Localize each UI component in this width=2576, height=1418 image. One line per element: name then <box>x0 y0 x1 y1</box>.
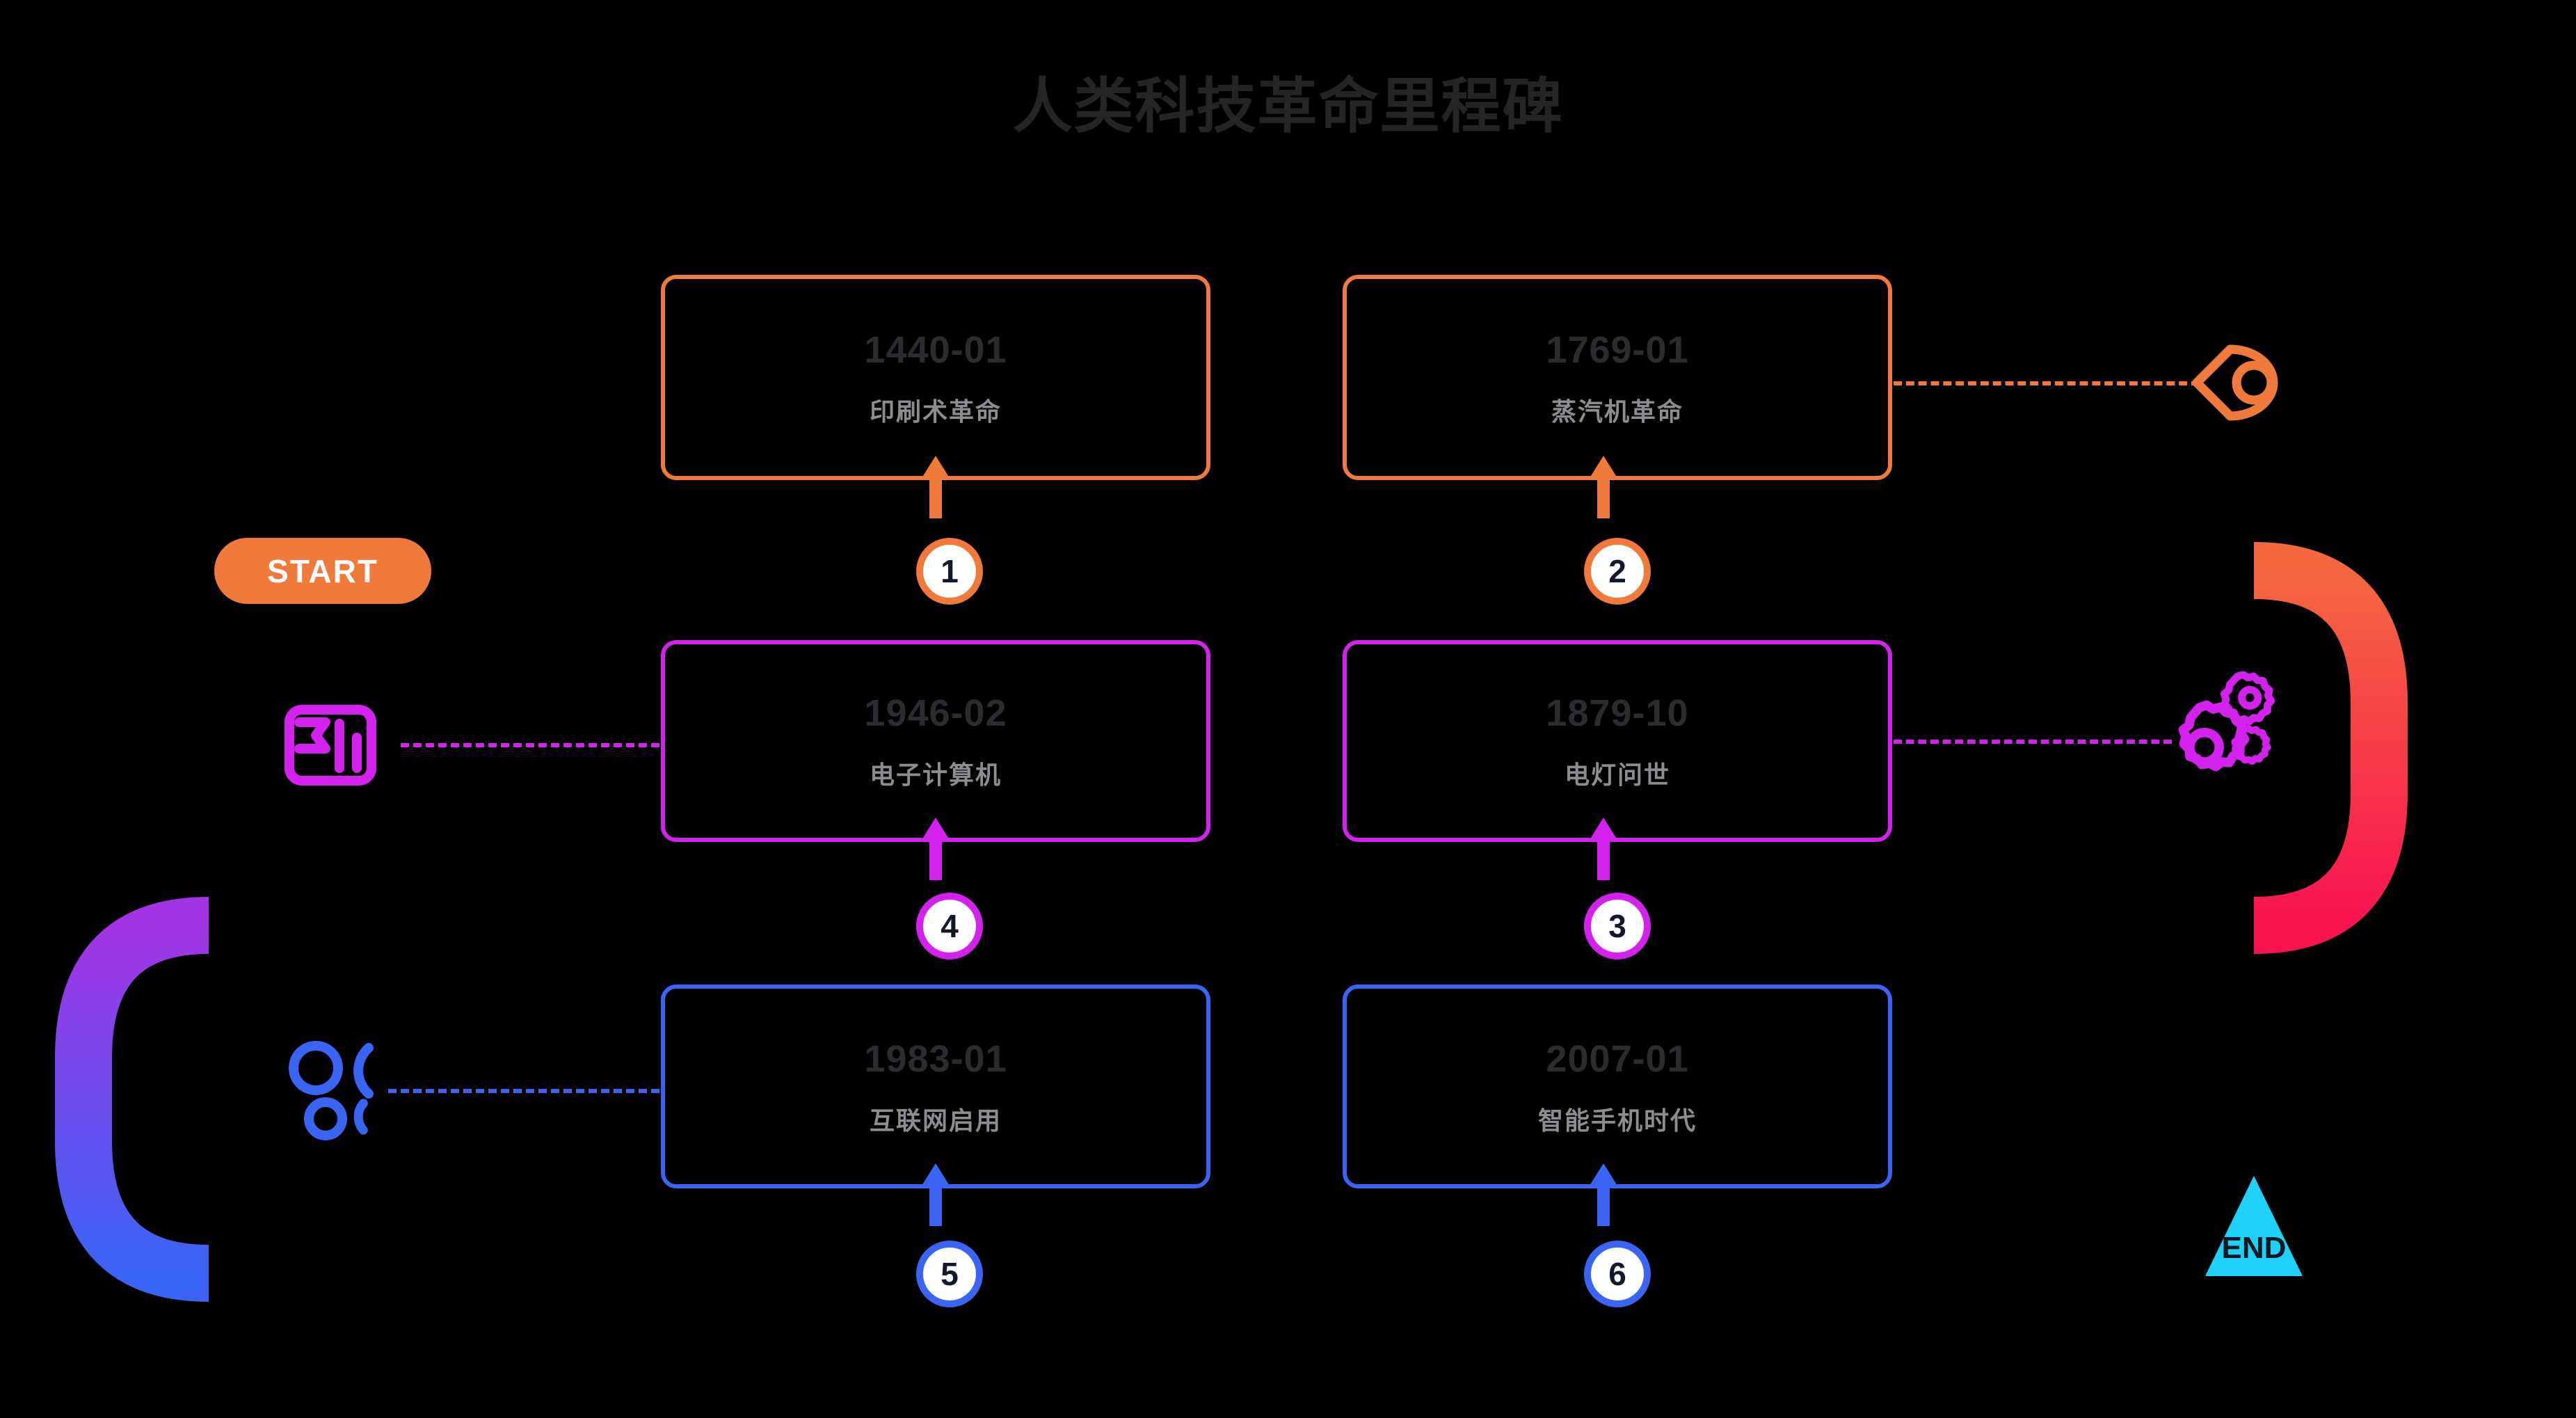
card-2-connector-arrow <box>1590 456 1617 518</box>
arrow-head-icon <box>922 818 950 840</box>
node-number: 1 <box>941 553 959 589</box>
card-1-connector-arrow <box>922 456 950 518</box>
arrow-head-icon <box>922 1163 950 1186</box>
arrow-shaft <box>1597 475 1610 518</box>
timeline-node-3[interactable]: 3 <box>1584 893 1651 959</box>
milestone-date: 1946-02 <box>864 692 1007 734</box>
milestone-date: 1879-10 <box>1546 692 1689 734</box>
arrow-head-icon <box>922 456 950 478</box>
timeline-node-6[interactable]: 6 <box>1584 1241 1651 1307</box>
card-5-connector-arrow <box>922 1163 950 1226</box>
node-number: 3 <box>1608 908 1626 944</box>
card-4-connector-arrow <box>922 818 950 880</box>
arrow-head-icon <box>1590 1163 1617 1186</box>
end-triangle-icon <box>2205 1176 2303 1276</box>
milestone-card-2[interactable]: 1769-01 蒸汽机革命 <box>1343 275 1892 480</box>
timeline-node-4[interactable]: 4 <box>916 893 983 959</box>
timeline-node-5[interactable]: 5 <box>916 1241 983 1307</box>
node-number: 5 <box>941 1256 959 1292</box>
arrow-shaft <box>929 1183 942 1226</box>
milestone-label: 互联网启用 <box>869 1106 1002 1135</box>
timeline-node-2[interactable]: 2 <box>1584 538 1651 605</box>
milestone-label: 智能手机时代 <box>1537 1106 1697 1135</box>
milestone-label: 印刷术革命 <box>869 397 1002 426</box>
milestone-label: 电子计算机 <box>869 760 1002 789</box>
node-number: 2 <box>1608 553 1626 589</box>
milestone-card-1[interactable]: 1440-01 印刷术革命 <box>661 275 1210 480</box>
arrow-head-icon <box>1590 456 1617 478</box>
card-6-connector-arrow <box>1590 1163 1617 1226</box>
arrow-shaft <box>1597 837 1610 880</box>
arrow-shaft <box>1597 1183 1610 1226</box>
node-number: 6 <box>1608 1256 1626 1292</box>
node-number: 4 <box>941 908 959 944</box>
milestone-date: 1769-01 <box>1546 328 1689 371</box>
start-badge: START <box>214 538 431 604</box>
milestone-card-4[interactable]: 1946-02 电子计算机 <box>661 640 1210 842</box>
page-title: 人类科技革命里程碑 <box>1012 73 1564 140</box>
map-pin-icon <box>2190 334 2294 431</box>
milestone-date: 1983-01 <box>864 1037 1007 1080</box>
connector-dash-graph-card5 <box>388 1089 659 1093</box>
milestone-date: 2007-01 <box>1546 1037 1689 1080</box>
connector-dash-poll-card4 <box>401 743 659 747</box>
connector-dash-card3-gears <box>1894 740 2172 744</box>
connector-dash-card2-pin <box>1894 381 2200 385</box>
end-badge: END <box>2205 1176 2303 1276</box>
milestone-card-6[interactable]: 2007-01 智能手机时代 <box>1343 985 1892 1188</box>
node-graph-icon <box>287 1037 391 1141</box>
milestone-card-3[interactable]: 1879-10 电灯问世 <box>1343 640 1892 842</box>
milestone-label: 蒸汽机革命 <box>1551 397 1683 426</box>
milestone-label: 电灯问世 <box>1564 760 1670 789</box>
milestone-card-5[interactable]: 1983-01 互联网启用 <box>661 985 1210 1188</box>
end-badge-label: END <box>2221 1231 2287 1265</box>
gears-icon <box>2163 671 2289 786</box>
poll-chart-icon <box>284 704 388 786</box>
card-3-connector-arrow <box>1590 818 1617 880</box>
arrow-shaft <box>929 837 942 880</box>
timeline-node-1[interactable]: 1 <box>916 538 983 605</box>
start-badge-label: START <box>267 552 378 589</box>
arrow-shaft <box>929 475 942 518</box>
milestone-date: 1440-01 <box>864 328 1007 371</box>
arrow-head-icon <box>1590 818 1617 840</box>
